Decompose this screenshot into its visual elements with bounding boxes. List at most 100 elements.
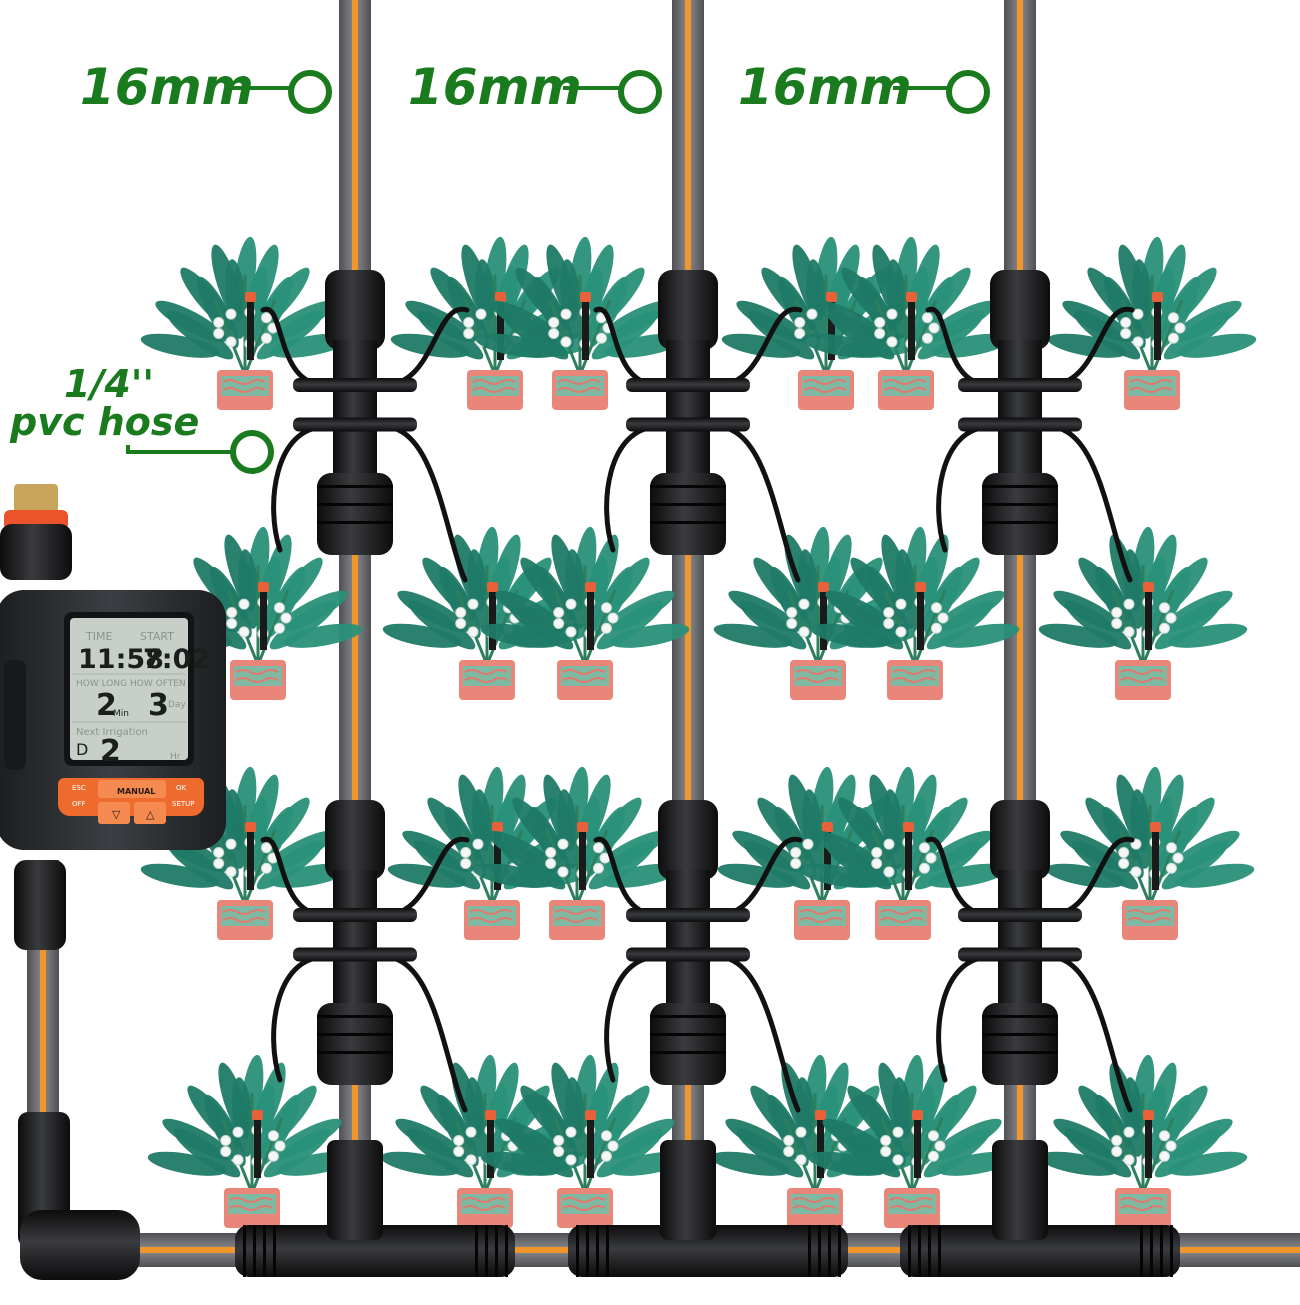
pot-wave	[235, 669, 279, 683]
barb-arm	[293, 378, 417, 392]
pot-wave	[554, 909, 598, 923]
fitting-rib	[576, 1225, 579, 1277]
barb-arm	[293, 908, 417, 922]
callout-line	[126, 445, 232, 454]
pot-band	[221, 376, 269, 396]
lcd-next-value: 2	[100, 734, 121, 769]
pipe-fittings	[18, 270, 1180, 1280]
callout-circle	[230, 430, 274, 474]
potted-plant	[1038, 526, 1248, 700]
flower-bud	[545, 847, 557, 859]
flower-bud	[783, 1145, 795, 1157]
leaf	[1038, 623, 1118, 648]
flower-bud	[553, 607, 565, 619]
dripper-head	[815, 1110, 826, 1120]
pot-wave	[222, 909, 266, 923]
leaf	[713, 623, 793, 648]
flower-bud	[453, 1135, 465, 1147]
leaf	[596, 1128, 664, 1178]
pot-wave	[229, 1197, 273, 1211]
pot-wave	[883, 379, 927, 393]
flower-bud	[786, 607, 798, 619]
leaf	[501, 310, 569, 360]
dripper-head	[912, 1110, 923, 1120]
pvc-hose	[1047, 954, 1133, 1113]
leaf	[923, 1128, 991, 1178]
flower-bud	[226, 607, 238, 619]
flower-bud	[213, 327, 225, 339]
leaf	[1064, 600, 1132, 650]
fitting-rib	[982, 503, 1058, 506]
flower-bud	[1165, 842, 1177, 854]
fitting-cap	[990, 800, 1050, 880]
dripper-head	[585, 582, 596, 592]
off-button-label: OFF	[72, 800, 86, 808]
callout-circle	[618, 70, 662, 114]
flower-bud	[553, 1135, 565, 1147]
flower-bud	[565, 598, 577, 610]
flower-bud	[895, 598, 907, 610]
pipe-stripe	[685, 0, 691, 1245]
flower-bud	[592, 842, 604, 854]
leaf	[406, 1128, 474, 1178]
flower-bud	[548, 327, 560, 339]
pot-wave	[464, 669, 508, 683]
flower-bud	[918, 842, 930, 854]
flower-bud	[1158, 622, 1170, 634]
potted-plant	[1047, 236, 1257, 410]
flower-bud	[1172, 852, 1184, 864]
leaf	[801, 333, 881, 358]
potted-plant	[140, 236, 350, 410]
flower-bud	[937, 612, 949, 624]
potted-plant	[147, 1054, 357, 1228]
callouts	[126, 70, 990, 474]
pot-wave	[880, 909, 924, 923]
flower-bud	[565, 1126, 577, 1138]
flower-bud	[883, 866, 895, 878]
flower-bud	[463, 317, 475, 329]
fitting-rib	[317, 521, 393, 524]
dripper-stake	[1154, 300, 1161, 360]
pot-wave	[792, 1197, 836, 1211]
pot-band	[1119, 1194, 1167, 1214]
barb-arm	[958, 947, 1082, 962]
potted-plant	[1038, 1054, 1248, 1228]
leaf	[1045, 863, 1125, 888]
barb-arm	[293, 947, 417, 962]
leaf	[140, 333, 220, 358]
pvc-hose	[382, 954, 468, 1113]
dripper-stake	[587, 1118, 594, 1178]
leaf	[743, 840, 811, 890]
dripper-stake	[494, 830, 501, 890]
dripper-head	[818, 582, 829, 592]
leaf	[610, 623, 690, 648]
dripper-stake	[917, 590, 924, 650]
flower-bud	[790, 847, 802, 859]
dripper-stake	[828, 300, 835, 360]
fitting-body	[666, 870, 710, 1005]
flower-bud	[213, 857, 225, 869]
dripper-head	[1150, 822, 1161, 832]
leaf	[827, 310, 895, 360]
fitting-rib	[818, 1225, 821, 1277]
flower-bud	[1158, 1130, 1170, 1142]
hose-type-label: pvc hose	[10, 400, 200, 444]
flower-bud	[213, 317, 225, 329]
fitting-cap	[650, 473, 726, 555]
flower-bud	[927, 1150, 939, 1162]
fitting-rib	[243, 1225, 246, 1277]
flower-bud	[273, 622, 285, 634]
dripper-stake	[1145, 590, 1152, 650]
leaf	[498, 840, 566, 890]
leaf	[506, 1128, 574, 1178]
dripper-stake	[824, 830, 831, 890]
fitting-cap	[317, 1003, 393, 1085]
fitting-rib	[838, 1225, 841, 1277]
leaf	[717, 863, 797, 888]
lcd-how-long-unit: Min	[113, 709, 129, 719]
fitting-rib	[596, 1225, 599, 1277]
leaf	[283, 623, 363, 648]
flower-bud	[467, 626, 479, 638]
flower-bud	[553, 617, 565, 629]
pot-wave	[889, 1197, 933, 1211]
